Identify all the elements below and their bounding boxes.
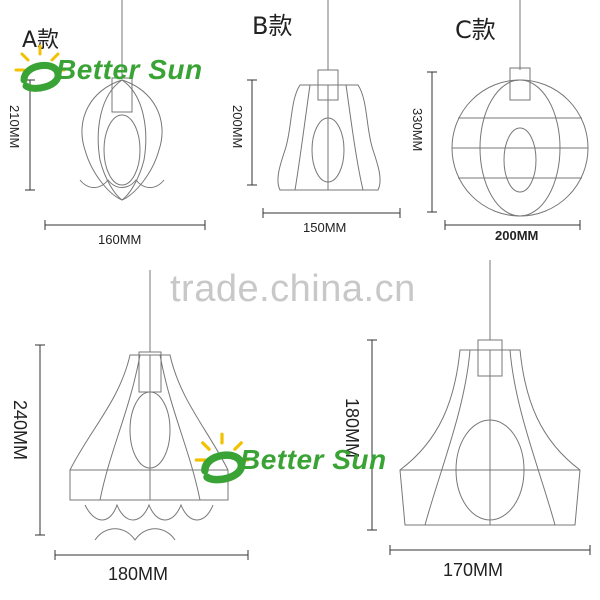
watermark-text: trade.china.cn xyxy=(170,268,416,310)
logo-bottom-text: Better Sun xyxy=(240,444,387,475)
sun-logo-icon xyxy=(14,44,66,92)
lamp-e-drawing xyxy=(399,260,581,526)
logo-top: Better Sun xyxy=(12,42,203,98)
lamp-b-height: 200MM xyxy=(230,105,245,149)
lamp-a-drawing xyxy=(79,0,165,201)
lamp-c-drawing xyxy=(451,0,589,217)
lamp-d-height: 240MM xyxy=(10,400,30,461)
lamp-a-height: 210MM xyxy=(7,105,22,149)
lamp-a-width: 160MM xyxy=(98,232,142,247)
lamp-c-width: 200MM xyxy=(495,228,539,243)
lamp-b-label: B款 xyxy=(252,12,293,40)
lamp-d-width: 180MM xyxy=(108,564,169,584)
lamp-c-label: C款 xyxy=(455,16,496,44)
lamp-b-drawing xyxy=(277,0,381,191)
lamp-b-width: 150MM xyxy=(303,220,347,235)
lamp-e-width: 170MM xyxy=(443,560,504,580)
logo-bottom: Better Sun xyxy=(192,430,387,490)
lamp-c-height: 330MM xyxy=(410,108,425,152)
sun-logo-icon xyxy=(194,432,250,484)
dimension-lines xyxy=(25,71,591,560)
logo-top-text: Better Sun xyxy=(56,54,203,85)
